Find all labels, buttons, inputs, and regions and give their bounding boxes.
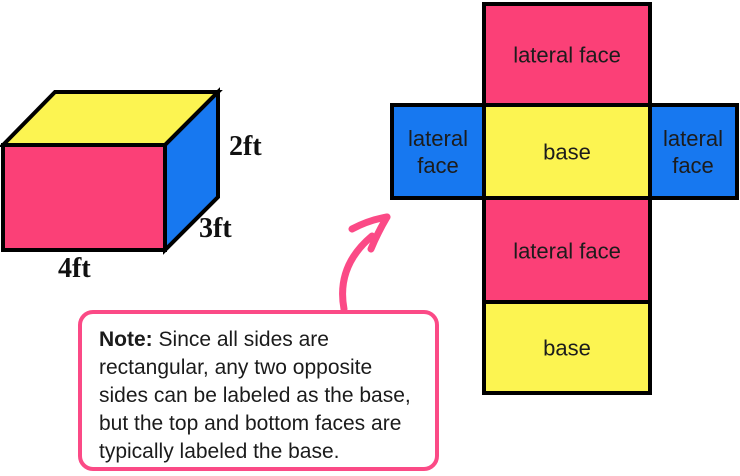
note-line-5: typically labeled the base. <box>99 440 340 463</box>
prism-3d <box>0 87 223 255</box>
net-base-bottom-label: base <box>543 335 591 361</box>
note-line-4: but the top and bottom faces are <box>99 412 402 435</box>
prism-height-label: 2ft <box>229 131 262 162</box>
net-lateral-face-top-label: lateral face <box>513 42 621 68</box>
net-cell-left <box>390 103 486 200</box>
note-callout: Note: Since all sides are rectangular, a… <box>78 310 439 471</box>
net-lateral-face-mid-label: lateral face <box>513 238 621 264</box>
net-lateral-face-left-label: lateral face <box>408 126 468 178</box>
annotation-arrow <box>339 213 391 313</box>
net-cell-mid <box>482 196 652 304</box>
prism-width-label: 4ft <box>58 253 91 284</box>
net-base-center-label: base <box>543 139 591 165</box>
prism-front-face <box>1 143 167 252</box>
note-line-1: Note: Since all sides are <box>99 326 419 354</box>
net-cell-center <box>482 103 652 200</box>
net-shape <box>390 2 739 395</box>
note-line-1-text: Since all sides are <box>158 328 329 351</box>
net-cell-bottom <box>482 300 652 395</box>
note-label: Note: <box>99 328 153 351</box>
net-cell-right <box>648 103 739 200</box>
arrow-head-lower-barb <box>367 213 391 253</box>
net-lateral-face-right-label: lateral face <box>663 126 723 178</box>
note-line-2: rectangular, any two opposite <box>99 356 373 379</box>
net-cell-top <box>482 2 652 107</box>
prism-depth-label: 3ft <box>199 213 232 244</box>
arrow-shaft <box>339 232 376 313</box>
note-line-3: sides can be labeled as the base, <box>99 384 411 407</box>
